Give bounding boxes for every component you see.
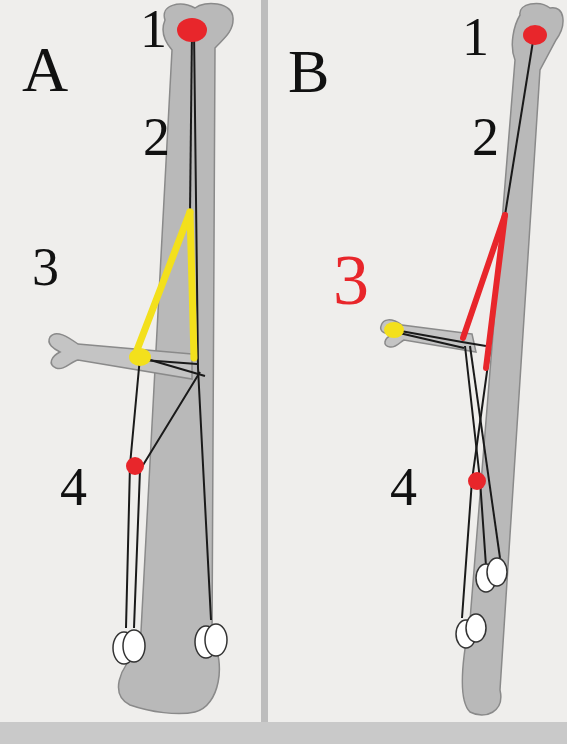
yellow-muscle [137,212,194,358]
callout-number: 4 [60,460,87,514]
callout-number: 1 [462,10,489,64]
long-bone [462,4,563,715]
muscle-lines [395,35,534,618]
side-bone [49,334,192,379]
panel-b-drawing [381,4,563,715]
callout-number: 1 [140,2,167,56]
insertion-ovals [456,558,507,648]
panel-a-drawing [49,3,233,713]
origin-dot [177,18,207,42]
muscle-lines [126,30,211,628]
callout-number: 2 [472,110,499,164]
callout-number: 3 [32,240,59,294]
red-dot [468,472,486,490]
panel-letter: A [22,38,68,102]
yellow-dot [384,322,404,338]
red-dot [126,457,144,475]
yellow-dot [129,348,151,366]
red-muscle [463,215,505,368]
bottom-strip [0,722,567,744]
callout-number: 2 [143,110,170,164]
panel-divider [261,0,268,744]
origin-dot [523,25,547,45]
callout-number: 4 [390,460,417,514]
insertion-ovals [113,624,227,664]
callout-number: 3 [333,244,369,316]
panel-letter: B [288,40,329,102]
